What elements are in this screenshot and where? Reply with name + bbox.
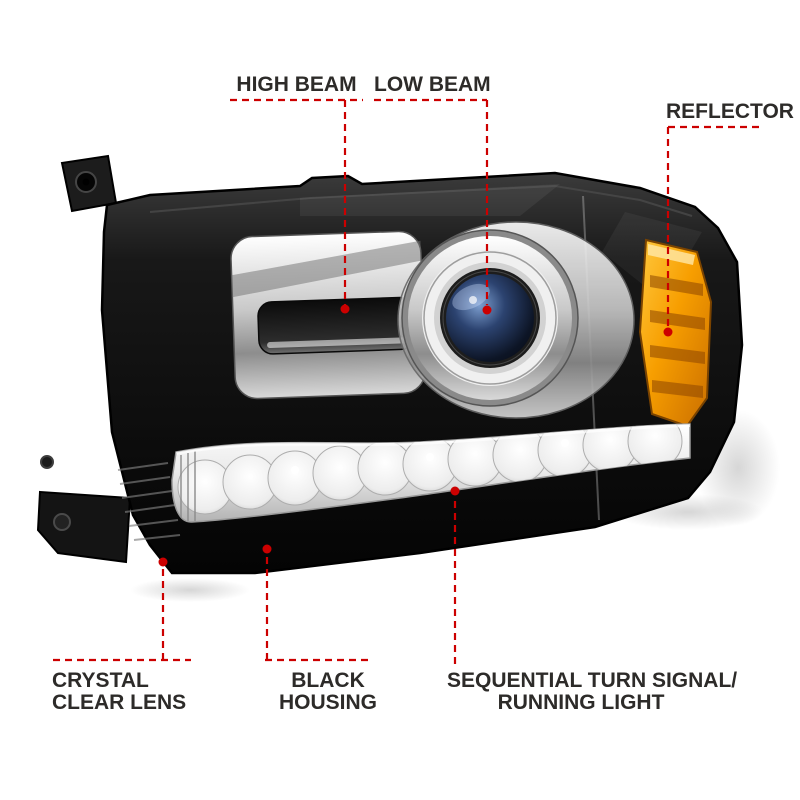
label-turn-signal-running-light: SEQUENTIAL TURN SIGNAL/ RUNNING LIGHT: [447, 669, 738, 714]
label-line: CRYSTAL: [52, 669, 149, 692]
label-low-beam: LOW BEAM: [374, 73, 491, 96]
label-line: HOUSING: [278, 691, 377, 714]
callout-dot-turn-signal: [450, 486, 460, 496]
mounting-tab-top: [60, 154, 118, 213]
led-drl-strip: [171, 423, 691, 523]
label-high-beam: HIGH BEAM: [236, 73, 357, 96]
callout-dot-black-housing: [262, 544, 272, 554]
projector-lens: [397, 221, 635, 419]
high-beam-reflector: [230, 230, 426, 400]
label-reflector: REFLECTOR: [666, 100, 794, 123]
label-line: SEQUENTIAL TURN SIGNAL/: [447, 669, 738, 692]
callout-dot-low-beam: [482, 305, 492, 315]
amber-side-reflector: [638, 238, 713, 428]
callout-lines: [53, 98, 762, 664]
mounting-bracket-left: [36, 455, 132, 564]
label-black-housing: BLACK HOUSING: [276, 670, 380, 714]
label-crystal-clear-lens: CRYSTAL CLEAR LENS: [52, 670, 186, 714]
label-line: CLEAR LENS: [52, 691, 187, 714]
callout-dot-high-beam: [340, 304, 350, 314]
callout-dot-reflector: [663, 327, 673, 337]
callout-dot-crystal-clear-lens: [158, 557, 168, 567]
label-line: RUNNING LIGHT: [497, 691, 665, 714]
label-line: BLACK: [291, 669, 365, 692]
